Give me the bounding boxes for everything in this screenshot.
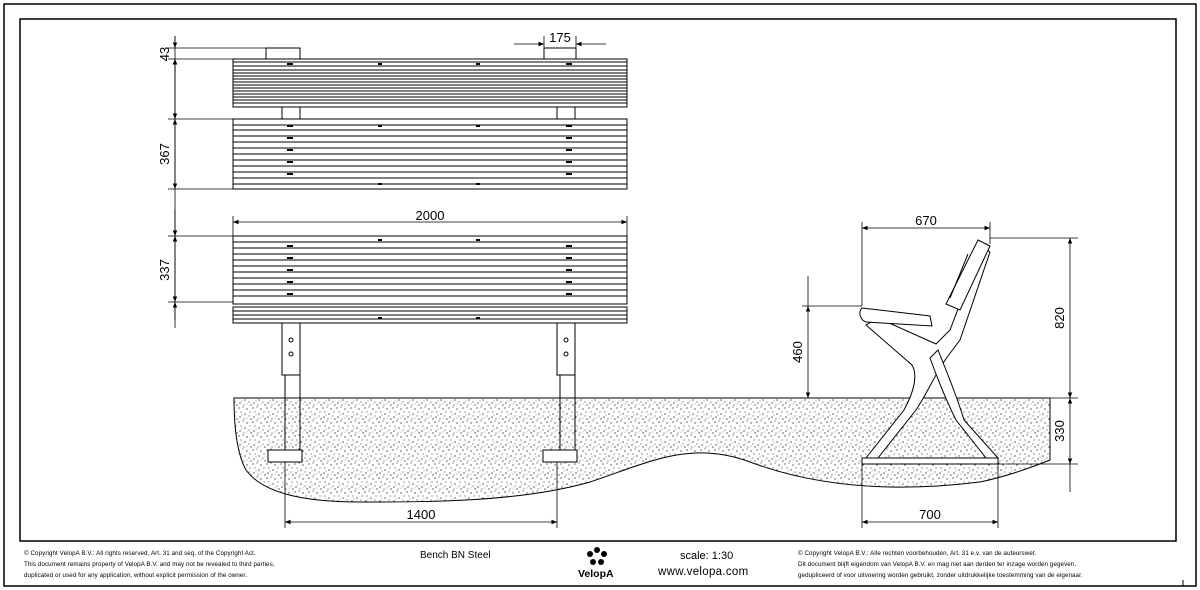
backrest-bolts — [287, 63, 572, 185]
copyright-english: © Copyright VelopA B.V.: All rights rese… — [24, 548, 275, 581]
dim-post-width: 175 — [549, 30, 571, 45]
outer-frame — [3, 3, 1197, 587]
side-frame — [864, 245, 991, 459]
side-foot-plate — [861, 457, 999, 465]
right-foot-plate — [542, 449, 578, 463]
drawing-scale: scale: 1:30 — [680, 550, 734, 562]
seat-profile — [859, 307, 933, 327]
concrete-foundation — [233, 397, 1051, 503]
dim-foundation-width: 700 — [919, 507, 941, 522]
front-view — [232, 47, 628, 324]
copyright-en-line: This document remains property of VelopA… — [24, 561, 275, 568]
copyright-dutch: © Copyright VelopA B.V.: Alle rechten vo… — [798, 548, 1083, 581]
dim-seat-front-height: 337 — [157, 259, 172, 281]
seat-slats — [232, 235, 628, 324]
left-post-cap — [265, 47, 301, 60]
dim-foundation-depth: 330 — [1052, 420, 1067, 442]
right-backrest-post — [556, 106, 576, 120]
dimension-lines — [168, 36, 1078, 528]
drawing-title: Bench BN Steel — [420, 550, 491, 561]
backrest-upper-slats — [232, 61, 628, 108]
dim-length: 2000 — [416, 208, 445, 223]
copyright-nl-line: gedupliceerd of voor uitvoering worden g… — [798, 572, 1083, 579]
dim-overall-height: 820 — [1052, 307, 1067, 329]
drawing-frame — [19, 18, 1177, 542]
seat-bolts — [287, 239, 572, 319]
front-legs — [267, 322, 578, 463]
dim-backrest-height: 367 — [157, 143, 172, 165]
copyright-nl-line: © Copyright VelopA B.V.: Alle rechten vo… — [798, 550, 1037, 557]
copyright-nl-line: Dit document blijft eigendom van VelopA … — [798, 561, 1077, 568]
left-backrest-post — [281, 106, 301, 120]
copyright-en-line: © Copyright VelopA B.V.: All rights rese… — [24, 550, 256, 557]
left-foot-plate — [267, 449, 303, 463]
right-post-cap — [543, 47, 577, 60]
side-view — [859, 239, 1000, 465]
velopa-logo-icon — [587, 547, 607, 565]
dim-post-spacing: 1400 — [407, 507, 436, 522]
brand-name: VelopA — [578, 568, 614, 580]
website-link[interactable]: www.velopa.com — [658, 566, 749, 578]
dim-top-offset: 43 — [157, 47, 172, 61]
dim-depth: 670 — [915, 213, 937, 228]
dim-seat-height: 460 — [790, 341, 805, 363]
copyright-en-line: duplicated or used for any application, … — [24, 572, 248, 579]
backrest-lower-slats — [232, 118, 628, 190]
